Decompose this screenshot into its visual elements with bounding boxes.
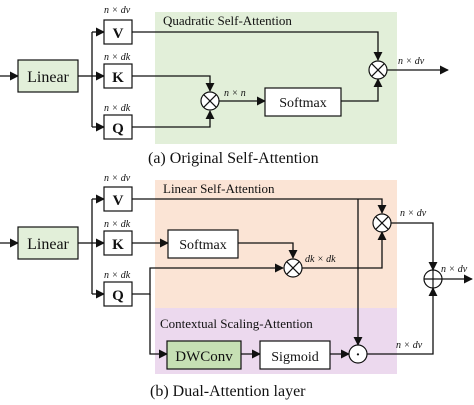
caption-b: (b) Dual-Attention layer (150, 383, 306, 400)
softmax-box-a (264, 87, 342, 117)
quadratic-region-title: Quadratic Self-Attention (163, 13, 292, 28)
v-label-a: V (113, 26, 124, 42)
dim-nn-a: n × n (224, 88, 246, 99)
caption-a: (a) Original Self-Attention (148, 150, 319, 167)
v-label-b: V (113, 193, 124, 209)
sigmoid-label: Sigmoid (271, 350, 318, 365)
multiply-node-b2 (372, 213, 392, 233)
dim-dot-b: n × dv (396, 340, 423, 351)
elementwise-dot-node: · (348, 344, 368, 364)
dim-q-b: n × dk (104, 270, 131, 281)
linear-box-a (17, 59, 79, 93)
softmax-label-a: Softmax (279, 96, 326, 111)
k-box-a (103, 63, 133, 89)
add-node (423, 269, 443, 289)
v-box-b (103, 186, 133, 212)
v-box-a (103, 19, 133, 45)
svg-text:·: · (356, 348, 361, 363)
softmax-label-b: Softmax (179, 238, 226, 253)
dim-v-b: n × dv (104, 173, 131, 184)
q-label-b: Q (112, 288, 124, 304)
dwconv-label: DWConv (175, 349, 233, 365)
contextual-region-title: Contextual Scaling-Attention (160, 316, 313, 331)
linear-box-b (17, 226, 79, 260)
multiply-node-a2 (368, 60, 388, 80)
dim-out-a: n × dv (398, 56, 425, 67)
dim-q-a: n × dk (104, 103, 131, 114)
q-box-a (103, 114, 133, 140)
linear-label-b: Linear (27, 236, 69, 253)
quadratic-region (155, 12, 397, 144)
k-label-a: K (112, 70, 124, 86)
dim-k-b: n × dk (104, 219, 131, 230)
k-label-b: K (112, 237, 124, 253)
k-box-b (103, 230, 133, 256)
q-label-a: Q (112, 121, 124, 137)
linear-region-title: Linear Self-Attention (163, 181, 275, 196)
dim-v-a: n × dv (104, 5, 131, 16)
multiply-node-a1 (200, 91, 220, 111)
softmax-box-b (167, 229, 239, 259)
dim-kk-b: dk × dk (305, 254, 336, 265)
linear-label-a: Linear (27, 69, 69, 86)
dwconv-box (166, 340, 242, 370)
dim-mul-b: n × dv (400, 208, 427, 219)
sigmoid-box (259, 340, 331, 370)
multiply-node-b1 (283, 258, 303, 278)
dim-k-a: n × dk (104, 52, 131, 63)
dim-out-b: n × dv (441, 264, 468, 275)
